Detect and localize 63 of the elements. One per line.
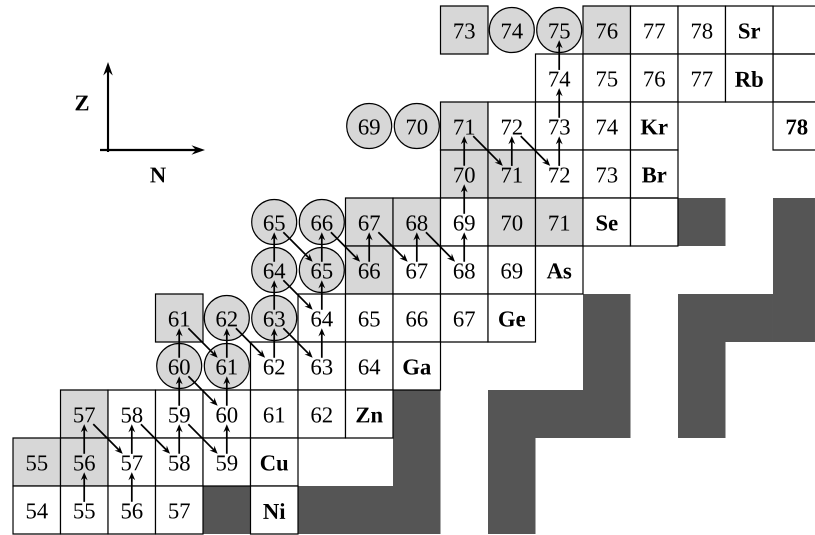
nuclide-cell: 67 [440,293,489,343]
nuclide-cell: 74 [582,101,632,151]
axis-label: N [150,168,166,182]
nuclide-cell: 57 [60,389,109,439]
element-label: Rb [724,53,774,103]
nuclide-cell: 78 [677,5,726,55]
element-label: Ge [487,293,536,343]
nuclide-cell: 69 [487,245,536,295]
nuclide-cell: 71 [440,101,489,151]
nuclide-cell: 77 [677,53,726,103]
nuclide-cell: 63 [297,341,346,391]
nuclide-cell: 57 [107,437,156,487]
nuclide-cell: 74 [534,53,584,103]
element-label: Ni [250,485,299,535]
empty-cell [772,5,815,55]
nuclide-cell: 61 [250,389,299,439]
element-label: Sr [724,5,774,55]
nuclide-cell: 77 [630,5,679,55]
nuclide-cell: 75 [582,53,632,103]
element-label: Se [582,197,632,247]
nuclide-cell: 62 [297,389,346,439]
nuclide-cell: 61 [154,293,204,343]
nuclide-cell: 73 [534,101,584,151]
nuclide-cell: 69 [440,197,489,247]
nuclide-cell: 56 [107,485,156,535]
nuclide-cell: 76 [582,5,632,55]
nuclide-cell: 73 [582,149,632,199]
nuclide-cell: 59 [202,437,252,487]
nuclide-cell: 58 [107,389,156,439]
nuclide-cell: 71 [487,149,536,199]
nuclide-cell: 58 [154,437,204,487]
nuclide-cell: 72 [487,101,536,151]
nuclide-cell: 64 [297,293,346,343]
nuclide-cell: 68 [392,197,442,247]
nuclide-cell: 71 [534,197,584,247]
nuclide-cell: 60 [202,389,252,439]
element-label: Zn [344,389,394,439]
nuclide-cell: 62 [250,341,299,391]
nuclide-cell: 64 [344,341,394,391]
nuclide-cell: 73 [440,5,489,55]
nuclide-cell: 59 [154,389,204,439]
element-label: 78 [772,101,815,151]
nuclide-cell: 76 [630,53,679,103]
nuclide-cell: 68 [440,245,489,295]
nuclide-cell: 70 [440,149,489,199]
nuclide-cell: 57 [154,485,204,535]
nuclide-cell: 70 [487,197,536,247]
nuclide-cell: 66 [344,245,394,295]
nuclide-cell: 54 [12,485,62,535]
nuclide-cell: 67 [392,245,442,295]
element-label: Ga [392,341,442,391]
nuclide-cell: 55 [12,437,62,487]
axis-label: Z [76,96,88,110]
element-label: Cu [250,437,299,487]
nuclide-cell: 56 [60,437,109,487]
element-label: Br [630,149,679,199]
nuclide-cell: 55 [60,485,109,535]
nuclide-cell: 67 [344,197,394,247]
element-label: As [534,245,584,295]
element-label: Kr [630,101,679,151]
nuclide-cell: 66 [392,293,442,343]
nuclide-cell: 65 [344,293,394,343]
nuclide-cell: 72 [534,149,584,199]
